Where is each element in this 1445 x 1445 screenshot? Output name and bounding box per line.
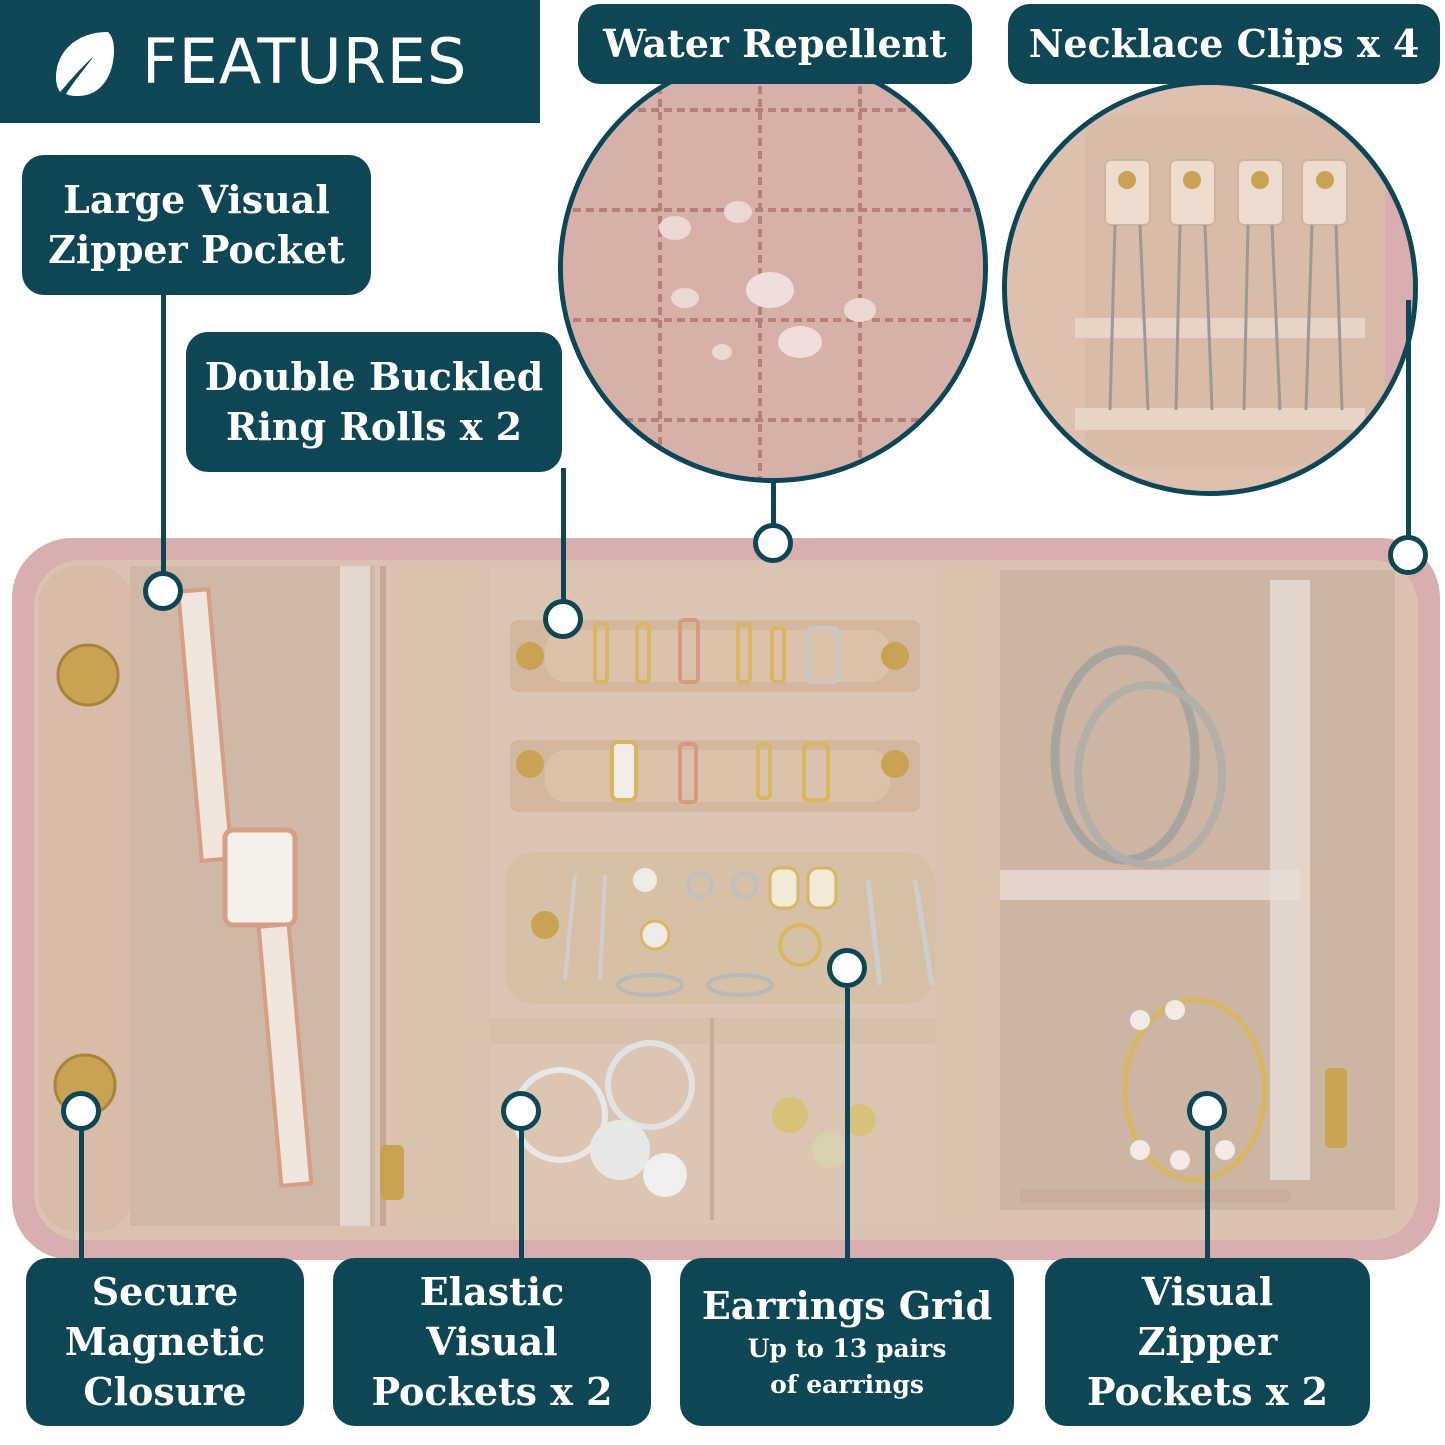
label-line: Large Visual (63, 177, 330, 222)
connector-water (771, 478, 776, 528)
label-necklace-clips: Necklace Clips x 4 (1008, 4, 1440, 84)
label-line: Pockets x 2 (371, 1369, 613, 1414)
marker-ring-rolls (543, 599, 583, 639)
label-line: Zipper (1137, 1319, 1278, 1364)
marker-water (753, 523, 793, 563)
label-line: Ring Rolls x 2 (225, 404, 523, 449)
connector-elastic (519, 1128, 524, 1262)
label-magnetic-closure: Secure Magnetic Closure (26, 1258, 304, 1426)
label-line: Secure (91, 1269, 239, 1314)
page-title: FEATURES (142, 25, 468, 98)
label-earrings-grid: Earrings Grid Up to 13 pairs of earrings (680, 1258, 1014, 1426)
connector-visual-zipper (1205, 1128, 1210, 1262)
connector-earrings (845, 988, 850, 1262)
marker-earrings (827, 948, 867, 988)
label-line: Pockets x 2 (1086, 1369, 1329, 1414)
marker-visual-zipper (1187, 1091, 1227, 1131)
label-elastic-pockets: Elastic Visual Pockets x 2 (333, 1258, 651, 1426)
marker-necklace (1388, 535, 1428, 575)
ring-roll-2 (510, 740, 920, 812)
label-line: Necklace Clips x 4 (1028, 21, 1420, 66)
connector-magnetic (79, 1126, 84, 1262)
label-water-repellent: Water Repellent (578, 4, 972, 84)
label-subline: of earrings (770, 1370, 924, 1399)
connector-zipper-pocket (161, 290, 166, 580)
features-header: FEATURES (0, 0, 540, 123)
bracelets (1050, 645, 1268, 1183)
label-line: Double Buckled (204, 354, 544, 399)
marker-magnetic (61, 1091, 101, 1131)
earrings-grid (505, 852, 935, 1004)
label-line: Closure (83, 1369, 247, 1414)
ring-roll-1 (510, 618, 920, 692)
water-repellent-circle (558, 53, 988, 483)
label-line: Elastic (419, 1269, 565, 1314)
label-line: Visual (426, 1319, 558, 1364)
label-zipper-pocket: Large Visual Zipper Pocket (22, 155, 371, 295)
label-line: Water Repellent (603, 21, 947, 66)
label-line: Visual (1141, 1269, 1274, 1314)
label-visual-zipper-pockets: Visual Zipper Pockets x 2 (1045, 1258, 1370, 1426)
marker-zipper-pocket (143, 571, 183, 611)
connector-ring-rolls (561, 468, 566, 603)
necklace-clips-circle (1002, 80, 1418, 496)
label-subline: Up to 13 pairs (747, 1334, 947, 1363)
marker-elastic (501, 1091, 541, 1131)
connector-necklace (1406, 300, 1411, 538)
leaf-icon (56, 31, 114, 96)
label-ring-rolls: Double Buckled Ring Rolls x 2 (186, 332, 562, 472)
label-line: Zipper Pocket (48, 227, 345, 272)
elastic-pockets (490, 1018, 935, 1220)
label-line: Earrings Grid (701, 1283, 993, 1328)
label-line: Magnetic (64, 1319, 266, 1364)
watch (176, 587, 314, 1188)
